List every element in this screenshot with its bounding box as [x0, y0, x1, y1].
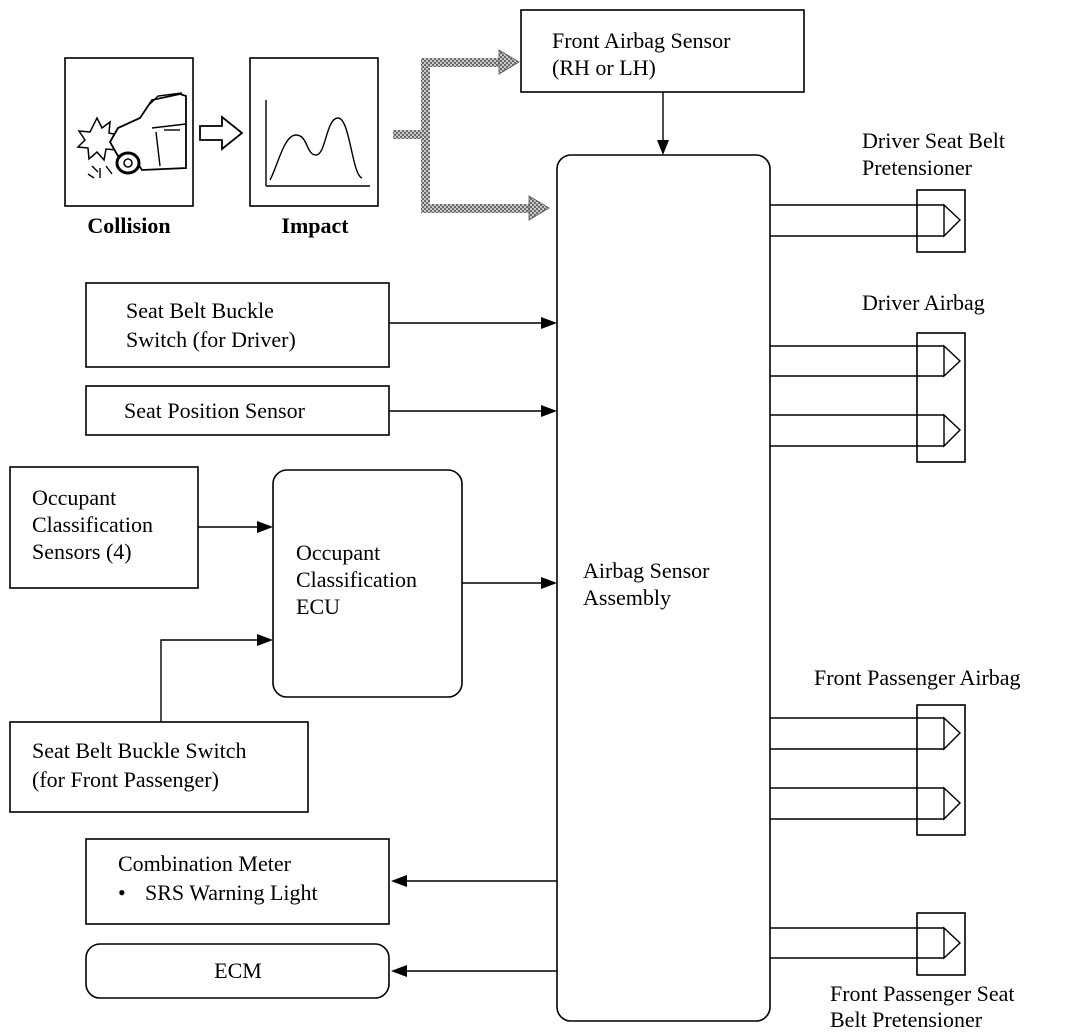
- driver-airbag-squib: [770, 332, 966, 463]
- front-airbag-sensor-line1: Front Airbag Sensor: [552, 28, 731, 53]
- driver-pretensioner-line1: Driver Seat Belt: [862, 128, 1005, 153]
- airbag-sensor-assembly-line2: Assembly: [583, 585, 671, 610]
- ecm-label: ECM: [214, 958, 262, 983]
- collision-panel: Collision: [64, 57, 194, 238]
- occupant-classification-sensors-box: Occupant Classification Sensors (4): [9, 466, 199, 589]
- driver-airbag-label: Driver Airbag: [862, 290, 985, 315]
- airbag-sensor-assembly-box: Airbag Sensor Assembly: [556, 154, 771, 1022]
- occupant-sensors-line1: Occupant: [32, 485, 116, 510]
- seat-belt-buckle-driver-box: Seat Belt Buckle Switch (for Driver): [85, 282, 390, 368]
- front-passenger-airbag-squib: [770, 704, 966, 836]
- occupant-ecu-line3: ECU: [296, 594, 340, 619]
- seat-belt-buckle-passenger-line2: (for Front Passenger): [32, 767, 219, 792]
- combination-meter-box: Combination Meter • SRS Warning Light: [85, 838, 390, 925]
- airbag-sensor-assembly-line1: Airbag Sensor: [583, 558, 710, 583]
- front-airbag-sensor-line2: (RH or LH): [552, 55, 656, 80]
- occupant-classification-ecu-box: Occupant Classification ECU: [272, 469, 463, 698]
- combination-meter-line1: Combination Meter: [118, 851, 292, 876]
- occupant-sensors-line2: Classification: [32, 512, 153, 537]
- impact-caption: Impact: [281, 213, 349, 238]
- driver-pretensioner-line2: Pretensioner: [862, 155, 973, 180]
- front-passenger-pretensioner-squib: [770, 912, 966, 976]
- impact-panel: Impact: [249, 57, 379, 238]
- front-passenger-airbag-label: Front Passenger Airbag: [814, 665, 1021, 690]
- driver-pretensioner-squib: [770, 189, 966, 253]
- combination-meter-line2: SRS Warning Light: [145, 880, 318, 905]
- seat-position-sensor-label: Seat Position Sensor: [124, 398, 306, 423]
- impact-graph-icon: [265, 100, 370, 187]
- front-passenger-pretensioner-line1: Front Passenger Seat: [830, 981, 1015, 1006]
- seat-belt-buckle-driver-line1: Seat Belt Buckle: [126, 298, 274, 323]
- ecm-box: ECM: [85, 943, 390, 999]
- seat-position-sensor-box: Seat Position Sensor: [85, 385, 390, 436]
- occupant-ecu-line2: Classification: [296, 567, 417, 592]
- seat-belt-buckle-driver-line2: Switch (for Driver): [126, 327, 296, 352]
- seat-belt-buckle-passenger-box: Seat Belt Buckle Switch (for Front Passe…: [9, 721, 309, 813]
- occupant-sensors-line3: Sensors (4): [32, 539, 132, 564]
- hatched-signal-arrows: [393, 49, 550, 221]
- occupant-ecu-line1: Occupant: [296, 540, 380, 565]
- combination-meter-bullet: •: [118, 880, 126, 905]
- front-passenger-pretensioner-line2: Belt Pretensioner: [830, 1007, 983, 1032]
- collision-to-impact-arrow: [199, 115, 244, 151]
- collision-caption: Collision: [87, 213, 170, 238]
- front-airbag-sensor-box: Front Airbag Sensor (RH or LH): [520, 9, 805, 93]
- car-crash-icon: [76, 92, 187, 179]
- seat-belt-buckle-passenger-line1: Seat Belt Buckle Switch: [32, 738, 246, 763]
